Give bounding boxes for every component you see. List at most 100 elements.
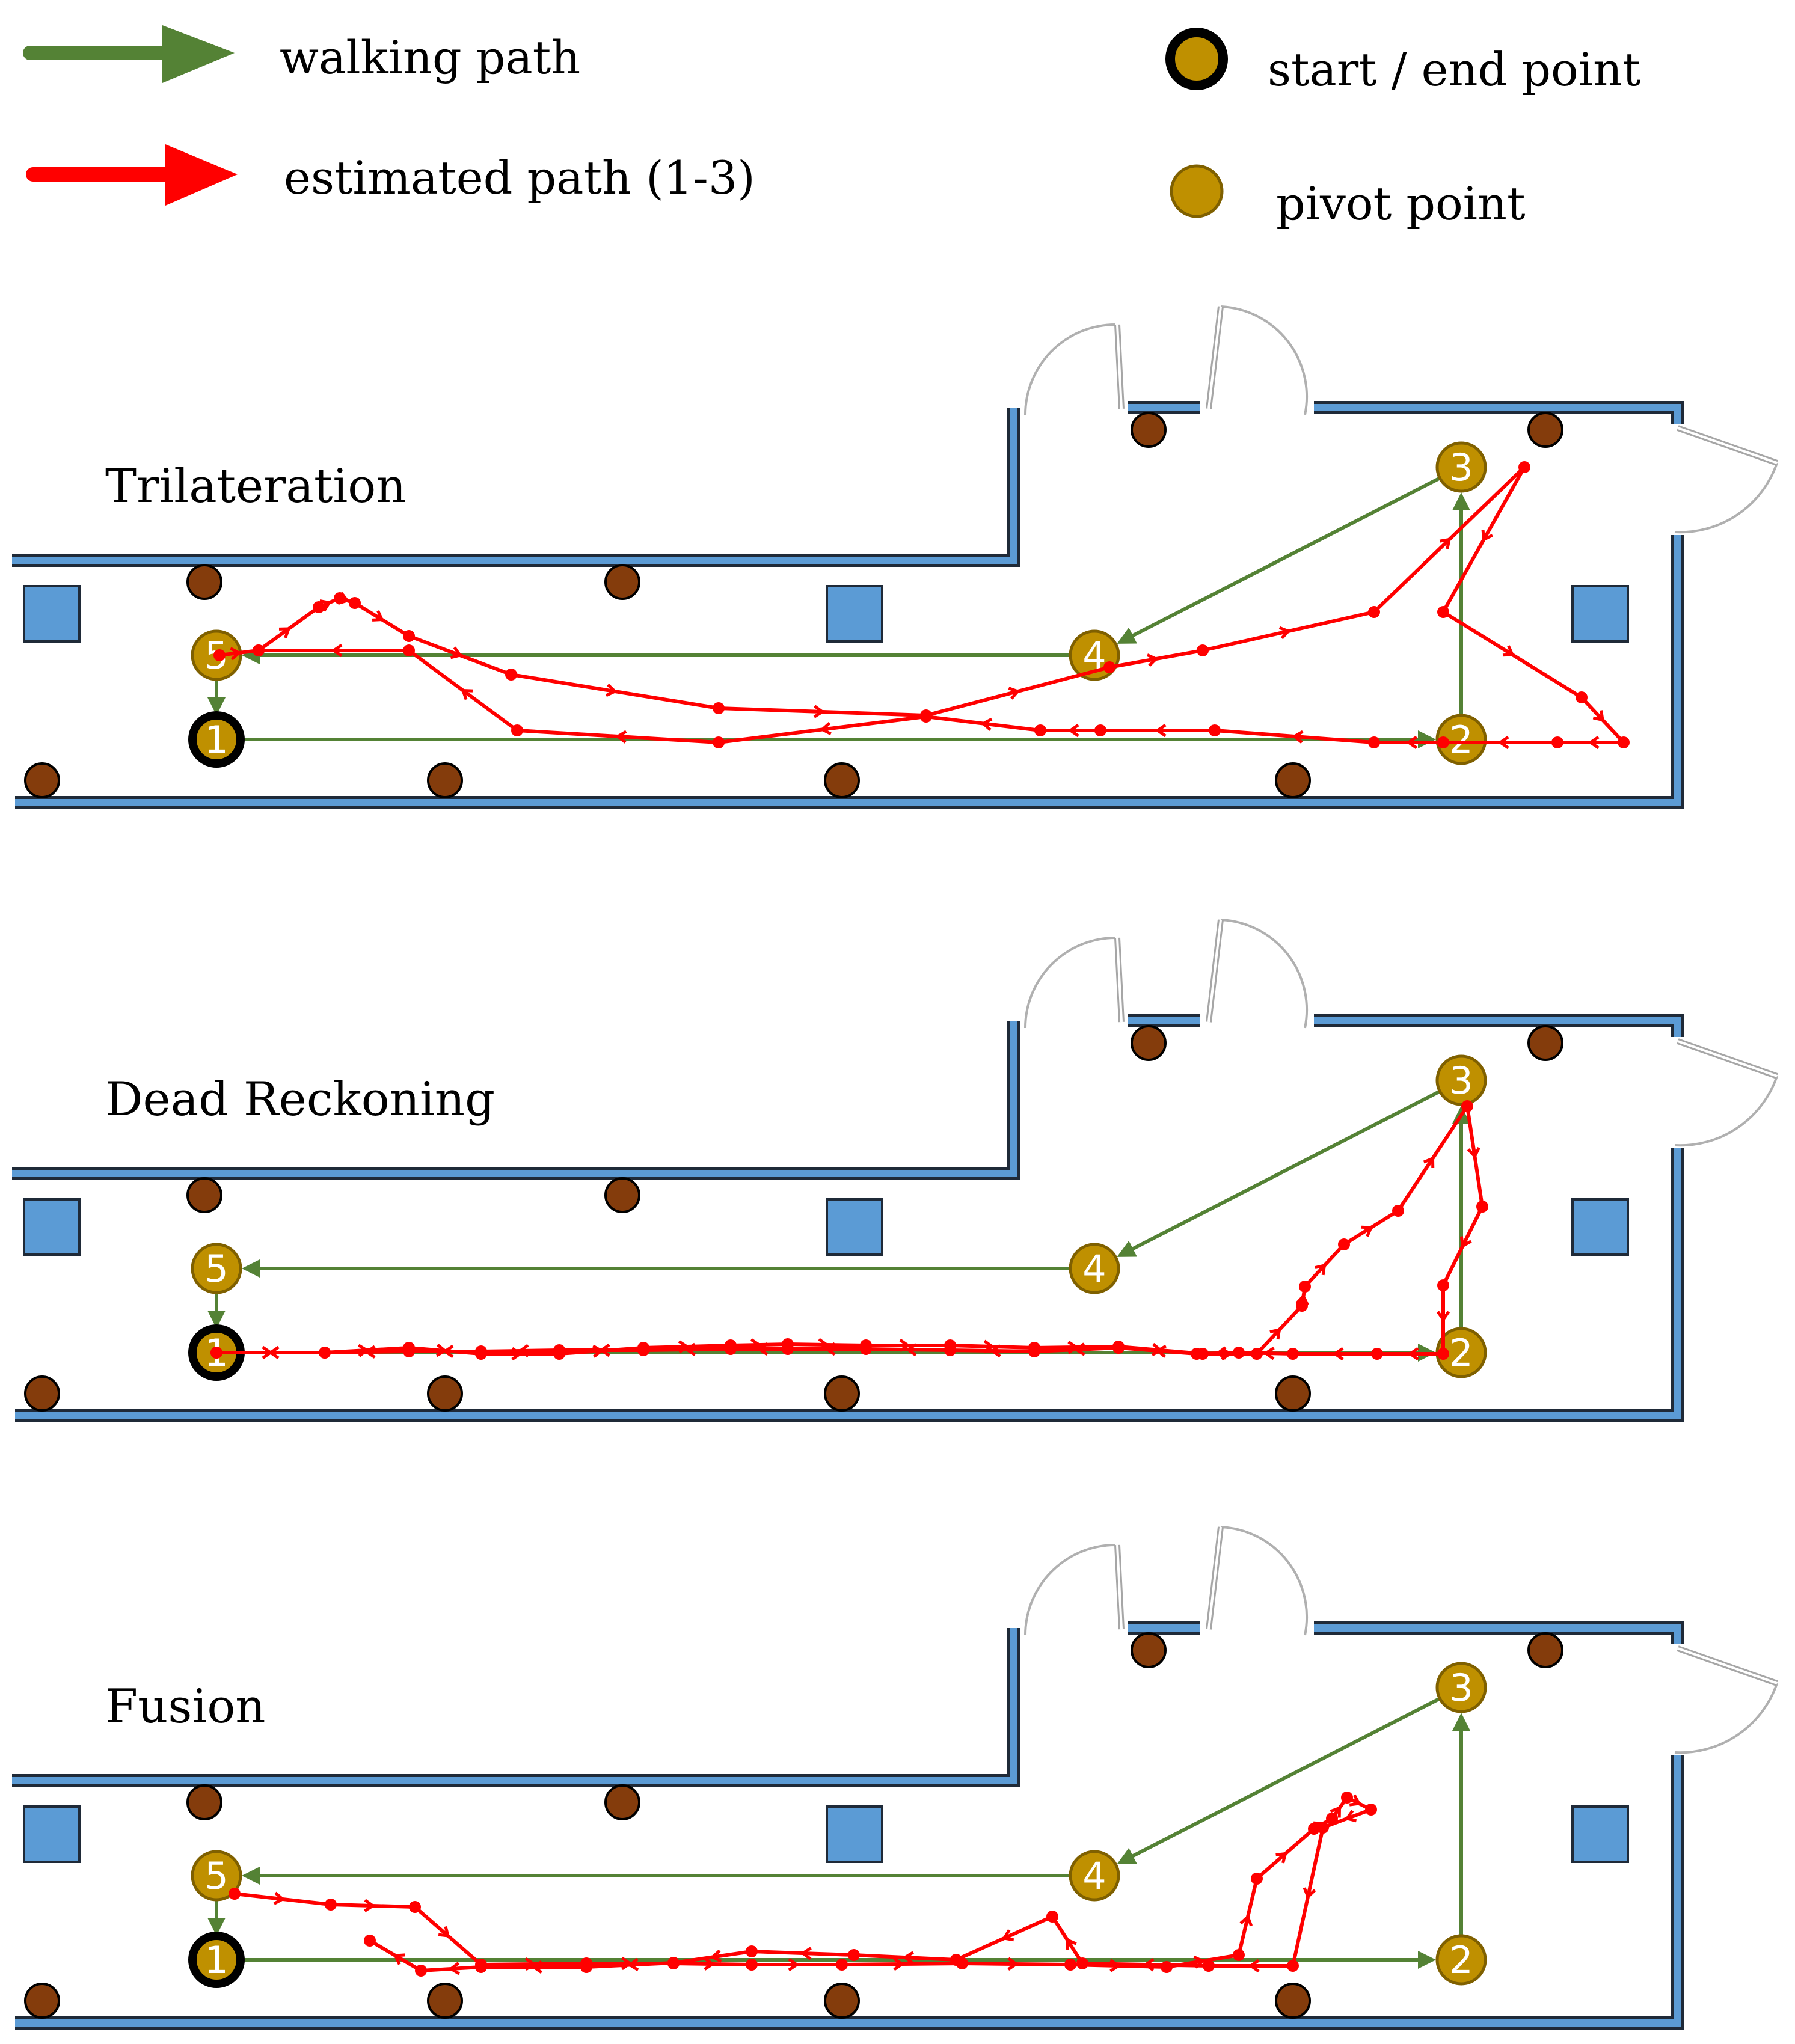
door-right-swing	[1674, 1683, 1778, 1754]
estimated-dot	[1368, 736, 1380, 748]
estimated-arrowhead	[1155, 1344, 1167, 1358]
estimated-dot	[349, 597, 361, 609]
estimated-dot	[1197, 644, 1209, 656]
door-right-leaf-inner	[1677, 427, 1778, 464]
estimated-dot	[836, 1959, 848, 1971]
estimated-arrowhead	[1332, 1347, 1344, 1361]
door-left-swing	[1024, 323, 1116, 415]
panel-title: Dead Reckoning	[105, 1072, 495, 1127]
estimated-arrowhead	[442, 1344, 454, 1359]
estimated-dot	[1576, 691, 1588, 703]
estimated-dot	[725, 1343, 737, 1355]
panel-1: Trilateration23451	[12, 305, 1778, 809]
estimated-arrowhead	[1239, 1914, 1253, 1927]
estimated-arrowhead	[750, 1338, 762, 1352]
beacon-icon	[824, 1375, 860, 1412]
estimated-dot	[1338, 1238, 1350, 1250]
beacon-icon	[1131, 1632, 1167, 1668]
estimated-arrowhead	[1406, 735, 1418, 750]
door-left-leaf-inner	[1116, 324, 1123, 409]
estimated-arrowhead	[1344, 1810, 1357, 1823]
beacons	[24, 412, 1563, 798]
beacons	[24, 1025, 1563, 1412]
estimated-arrowhead	[756, 1342, 769, 1356]
estimated-arrowhead	[704, 1957, 716, 1971]
estimated-dot	[1191, 1348, 1203, 1360]
estimated-arrowhead	[1067, 723, 1079, 738]
point-label: 5	[204, 1247, 228, 1291]
panel-title: Trilateration	[105, 459, 407, 513]
estimated-path	[210, 1100, 1488, 1361]
estimated-arrowhead	[393, 1953, 405, 1965]
estimated-arrowhead	[1361, 1225, 1373, 1237]
estimated-dot	[213, 649, 226, 661]
estimated-arrowhead	[905, 1343, 917, 1357]
estimated-dot	[713, 702, 725, 714]
estimated-dot	[1317, 1822, 1329, 1834]
estimated-dot	[313, 601, 325, 613]
estimated-dot	[409, 1901, 421, 1913]
estimated-arrowhead	[364, 1345, 376, 1359]
wall-fill	[12, 1624, 1681, 2027]
estimated-dot	[1551, 736, 1563, 748]
estimated-arrowhead	[989, 1344, 1001, 1358]
point-4-icon	[1069, 1243, 1120, 1294]
estimated-dot	[637, 1344, 649, 1356]
columns	[23, 1805, 1629, 1863]
estimated-arrowhead	[980, 717, 993, 731]
estimated-arrowhead	[448, 1962, 461, 1975]
estimated-dot	[325, 1899, 337, 1911]
estimated-dot	[319, 1347, 331, 1359]
estimated-arrowhead	[1407, 1347, 1419, 1361]
walking-segment-3-4	[1117, 465, 1462, 644]
estimated-arrowhead	[517, 1344, 529, 1357]
beacon-icon	[186, 1177, 222, 1213]
legend-start-end-icon	[1165, 28, 1228, 90]
walls	[12, 1621, 1684, 2030]
column-square	[1571, 585, 1629, 643]
door-mid-leaf-inner	[1207, 306, 1222, 409]
legend-start-end-label: start / end point	[1268, 43, 1641, 96]
doors	[1024, 305, 1778, 534]
estimated-arrowhead	[273, 1891, 286, 1905]
estimated-dot	[713, 736, 725, 748]
beacon-icon	[824, 762, 860, 798]
estimated-arrowhead	[615, 730, 627, 744]
estimated-arrowhead	[678, 1340, 690, 1354]
estimated-dot	[1618, 736, 1630, 748]
estimated-arrowhead	[1269, 1327, 1281, 1340]
estimated-dot	[253, 644, 265, 656]
door-left-swing	[1024, 1544, 1116, 1636]
estimated-arrowhead	[1436, 1311, 1450, 1323]
estimated-dot	[580, 1961, 592, 1973]
walking-segment-3-4	[1117, 1686, 1462, 1864]
estimated-arrowhead	[1263, 1347, 1275, 1360]
point-label: 3	[1449, 1666, 1473, 1710]
estimated-dot	[1209, 724, 1221, 736]
estimated-dot	[944, 1344, 956, 1356]
estimated-dot	[475, 1961, 487, 1973]
estimated-arrowhead	[268, 1345, 280, 1360]
column-square	[1571, 1198, 1629, 1256]
estimated-arrowhead	[605, 684, 618, 697]
estimated-arrowhead	[1423, 1156, 1435, 1169]
doors	[1024, 1526, 1778, 1754]
beacon-icon	[604, 1177, 640, 1213]
walking-path	[207, 1686, 1470, 1969]
estimated-arrowhead	[364, 1899, 376, 1912]
column-square	[23, 1198, 81, 1256]
beacon-icon	[1527, 412, 1563, 448]
door-mid-leaf-inner	[1207, 919, 1222, 1023]
estimated-arrowhead	[1215, 1346, 1227, 1360]
estimated-dot	[1094, 724, 1106, 736]
estimated-arrowhead	[1248, 1959, 1260, 1973]
beacon-icon	[604, 564, 640, 600]
estimated-dot	[1103, 661, 1115, 673]
point-label: 3	[1449, 445, 1473, 489]
estimated-arrowhead	[372, 610, 384, 622]
estimated-dot	[848, 1949, 860, 1961]
door-right-leaf-inner	[1677, 1647, 1778, 1684]
estimated-dot	[782, 1343, 794, 1355]
